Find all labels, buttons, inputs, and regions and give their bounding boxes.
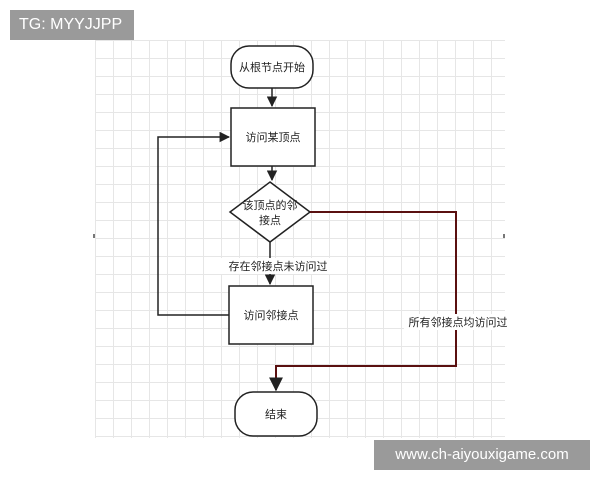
- decision-label-line1: 该顶点的邻: [243, 198, 298, 212]
- bottom-watermark-tag: www.ch-aiyouxigame.com: [374, 440, 590, 470]
- edge-label-all-background: [404, 314, 508, 330]
- visit-vertex-label: 访问某顶点: [246, 131, 301, 144]
- visit-vertex-node: [230, 107, 316, 167]
- decision-node: [228, 181, 312, 243]
- end-node: [234, 391, 318, 437]
- edge-label-all-visited: 所有邻接点均访问过: [409, 315, 508, 329]
- arrow-decision-to-end: [269, 211, 457, 392]
- visit-neighbor-label: 访问邻接点: [244, 309, 299, 322]
- top-watermark-tag: TG: MYYJJPP: [10, 10, 134, 40]
- right-edge-marker: [503, 234, 505, 238]
- end-node-label: 结束: [265, 408, 287, 421]
- left-edge-marker: [93, 234, 95, 238]
- arrow-loop-back: [157, 131, 231, 316]
- grid-background: [95, 40, 505, 438]
- edge-label-background: [220, 258, 336, 274]
- start-node-label: 从根节点开始: [239, 60, 305, 74]
- decision-label-line2: 接点: [259, 214, 281, 227]
- edge-label-unvisited: 存在邻接点未访问过: [229, 259, 328, 273]
